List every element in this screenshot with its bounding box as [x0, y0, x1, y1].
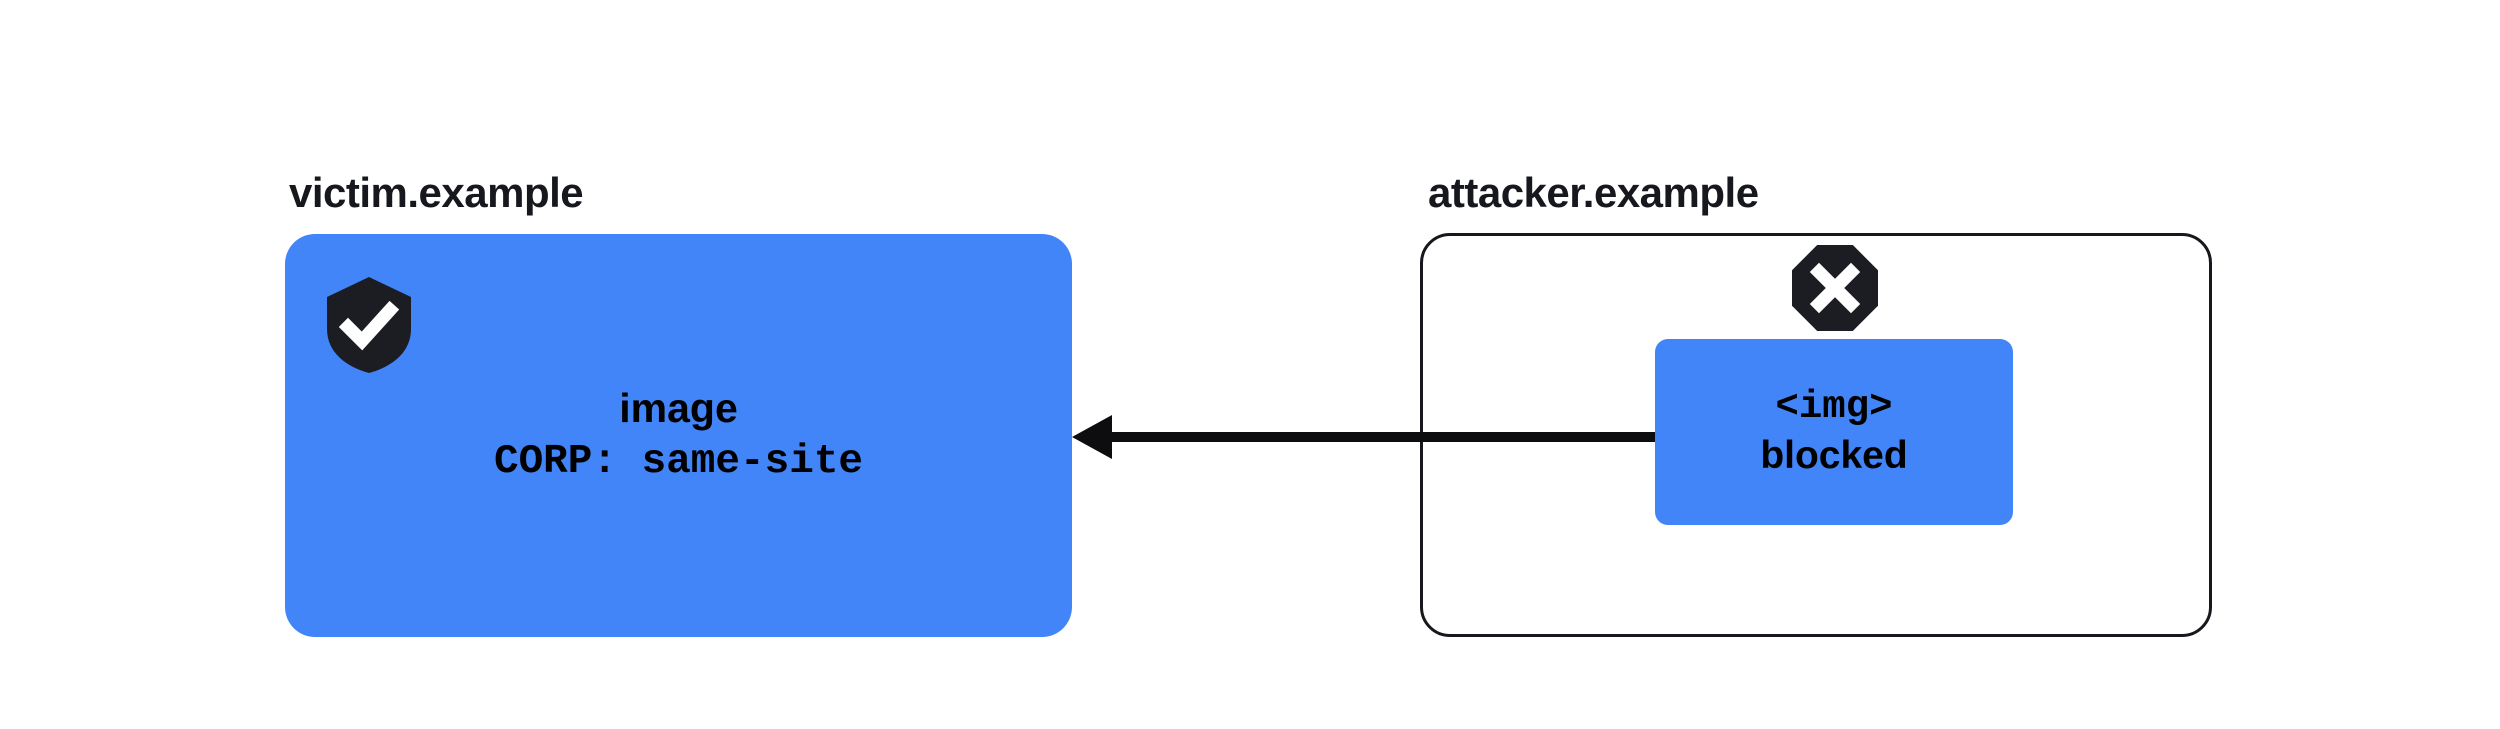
- resource-corp-header: CORP: same-site: [493, 438, 864, 485]
- blocked-request-arrow: [1060, 405, 1670, 469]
- victim-resource-box: image CORP: same-site: [285, 234, 1072, 637]
- shield-check-icon: [327, 277, 411, 373]
- resource-name: image: [619, 384, 738, 431]
- img-status-text: blocked: [1760, 434, 1908, 477]
- attacker-origin-label: attacker.example: [1428, 169, 1759, 216]
- blocked-image-chip: <img> blocked: [1655, 339, 2013, 525]
- victim-origin-label: victim.example: [289, 169, 584, 216]
- octagon-x-icon: [1792, 245, 1878, 331]
- img-tag-text: <img>: [1775, 385, 1893, 430]
